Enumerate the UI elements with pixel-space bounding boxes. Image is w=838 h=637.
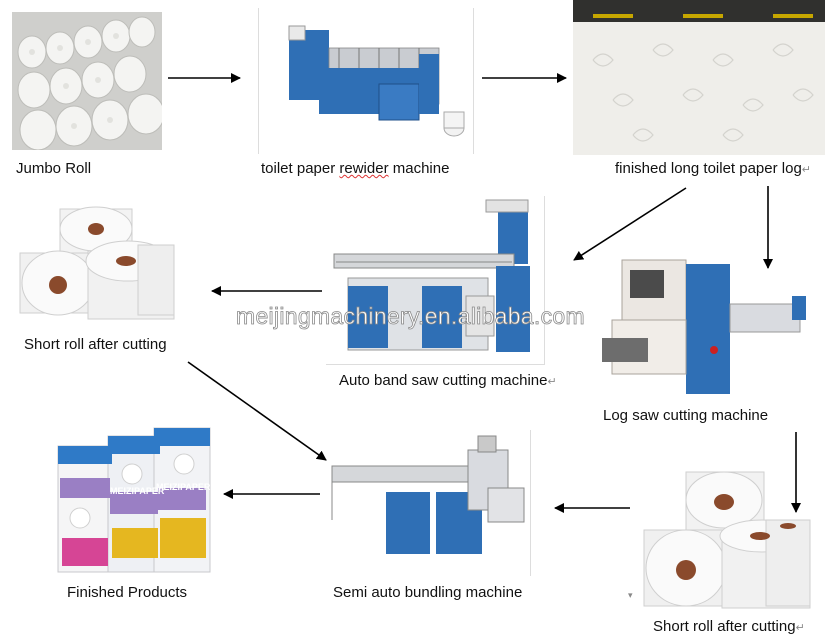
paper-log-label-text: finished long toilet paper log (615, 160, 802, 177)
rewinder-label: toilet paper rewider machine (261, 160, 449, 177)
package-brand-2: MEIZIPAPER (156, 482, 211, 492)
rewinder-label-a: toilet paper (261, 160, 340, 177)
band-saw-image (326, 196, 545, 365)
stray-mark: ▾ (628, 590, 633, 600)
return-mark: ↵ (547, 376, 557, 388)
package-brand-1: MEIZIPAPER (110, 486, 165, 496)
short-roll-label-2-text: Short roll after cutting (653, 618, 796, 635)
short-roll-image-2 (642, 464, 818, 614)
rewinder-label-b: rewider (339, 160, 389, 177)
short-roll-image-1 (18, 195, 188, 333)
band-saw-label-text: Auto band saw cutting machine (339, 372, 548, 389)
paper-log-label: finished long toilet paper log↵ (615, 160, 811, 177)
rewinder-label-c: machine (388, 160, 450, 177)
watermark: meijingmachinery.en.alibaba.com (236, 303, 585, 330)
finished-products-image: MEIZIPAPER MEIZIPAPER (50, 418, 216, 576)
log-saw-image (602, 246, 814, 400)
jumbo-roll-image (12, 12, 162, 150)
rewinder-machine-image (258, 8, 474, 154)
return-mark: ↵ (795, 622, 805, 634)
finished-products-label: Finished Products (67, 584, 188, 601)
band-saw-label: Auto band saw cutting machine↵ (339, 372, 557, 389)
arrow-log-to-bandsaw (573, 187, 687, 261)
paper-log-image (573, 0, 825, 155)
arrow-shortroll-to-bundling (187, 361, 327, 461)
short-roll-label-2: Short roll after cutting↵ (653, 618, 805, 635)
short-roll-label-1: Short roll after cutting (24, 336, 167, 353)
log-saw-label: Log saw cutting machine (603, 407, 769, 424)
bundling-machine-image (328, 430, 531, 576)
jumbo-roll-label: Jumbo Roll (16, 160, 92, 177)
return-mark: ↵ (801, 164, 812, 176)
bundling-label: Semi auto bundling machine (333, 584, 523, 601)
